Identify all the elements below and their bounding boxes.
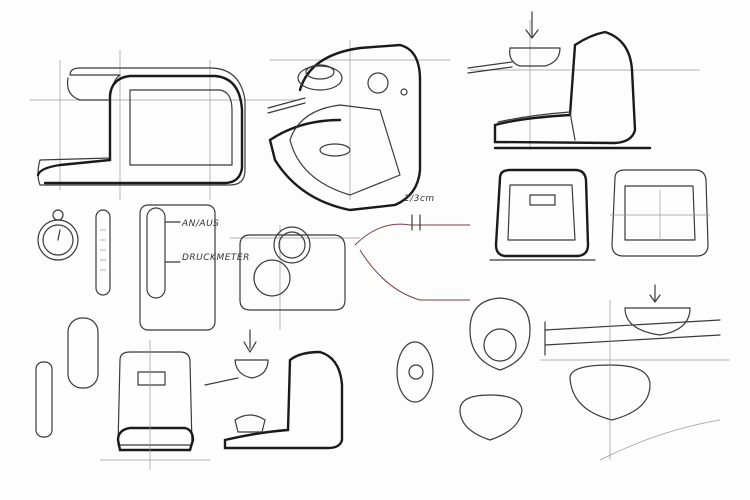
dimension-annotation: 2/3cm [404,194,435,204]
pressure-gauge-annotation: DRUCKMETER [182,253,250,263]
sketch-control-panels [35,204,216,438]
sketch-machine-side-2 [467,11,700,150]
sketch-machine-center [230,214,470,330]
sketch-machine-perspective [267,40,450,212]
sketch-portafilter-views [396,284,730,461]
sketch-machine-front-views [489,168,710,261]
on-off-annotation: AN/AUS [182,219,220,229]
sketch-machine-front-bottom [100,340,210,470]
sketch-machine-side-1 [30,50,300,200]
sketch-pressure-gauge [37,209,79,261]
sketch-machine-side-bottom [204,329,344,450]
